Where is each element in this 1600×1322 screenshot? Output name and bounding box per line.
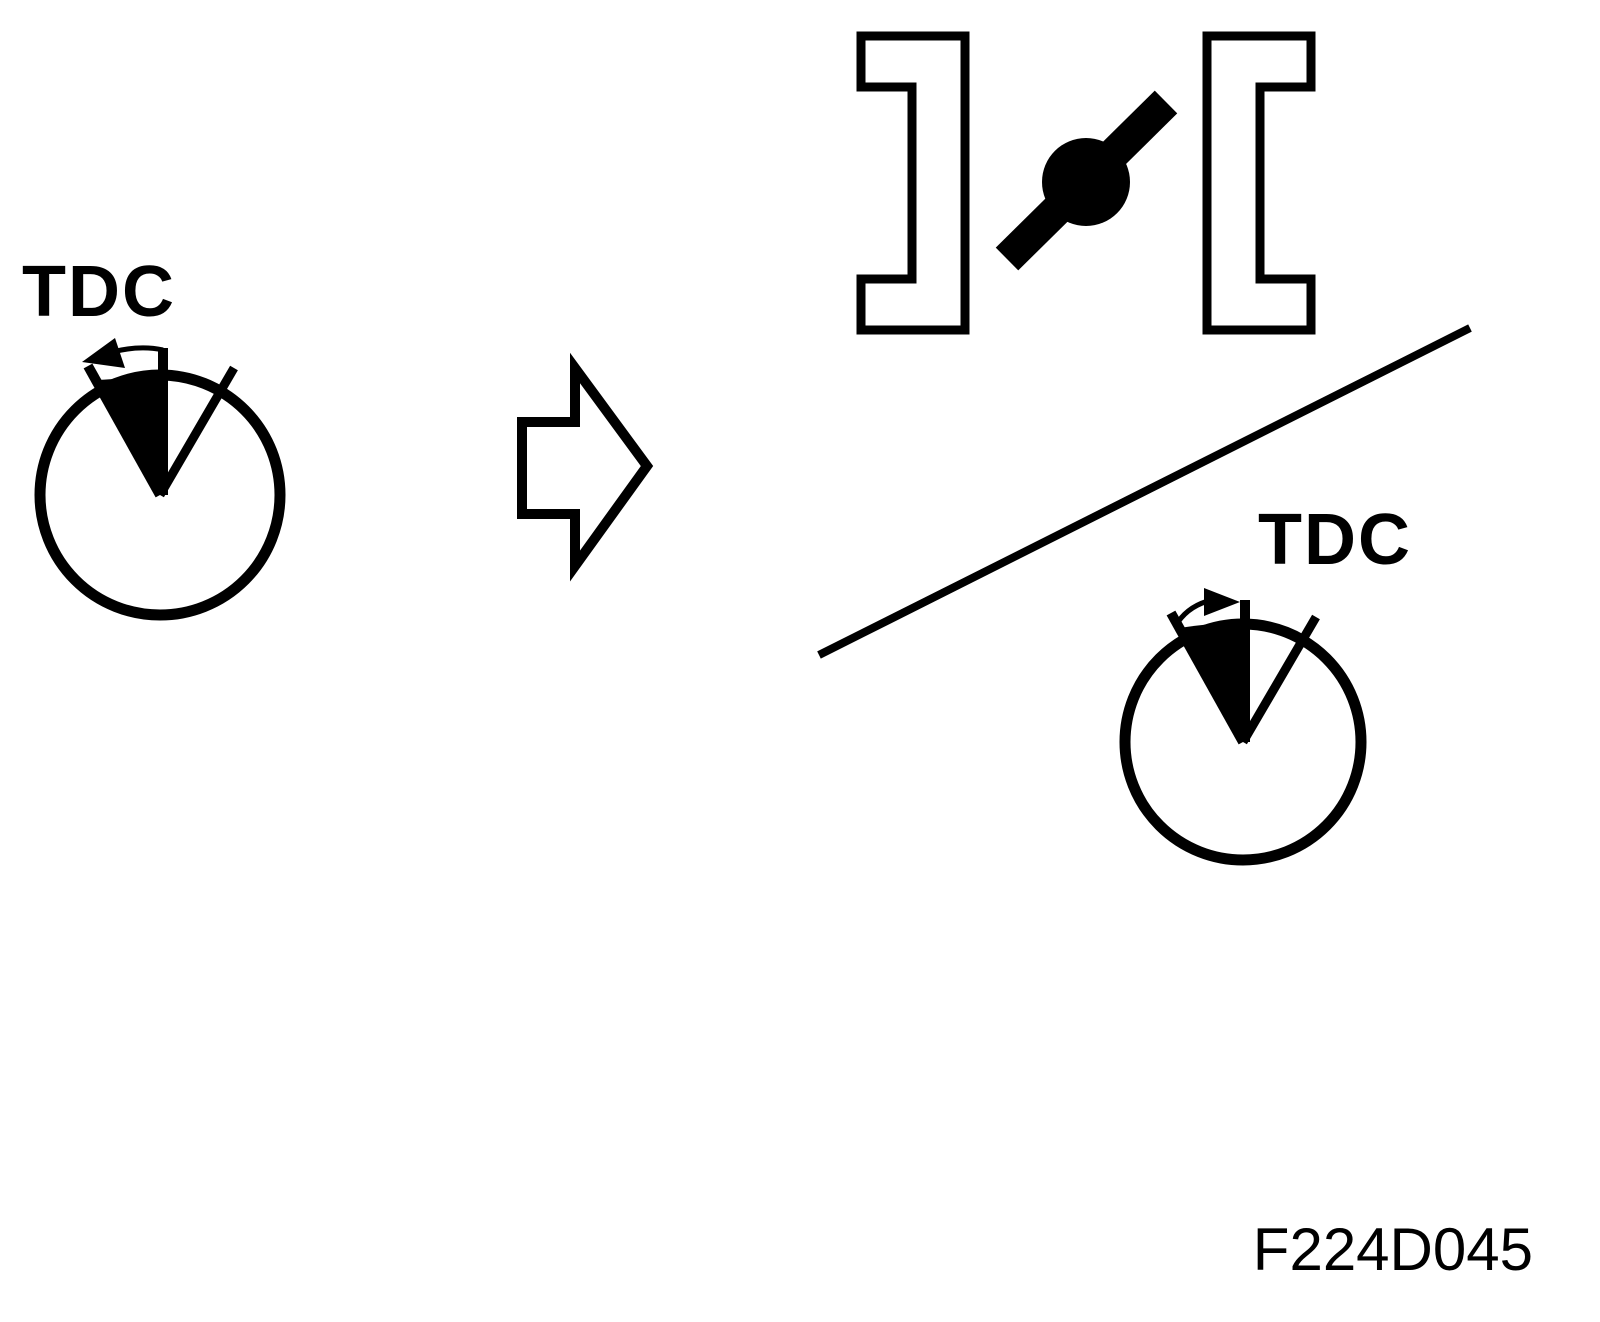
left-dial-rotation-arrowhead xyxy=(82,338,125,368)
left-dial-rotation-arc xyxy=(111,345,164,355)
throttle-body-icon xyxy=(856,31,1316,335)
diagonal-divider xyxy=(817,324,1472,659)
right-dial-wedge-edge xyxy=(1166,610,1248,745)
throttle-left-bracket xyxy=(856,31,970,335)
right-crank-dial-icon xyxy=(1119,588,1367,866)
transition-arrow-icon xyxy=(517,352,654,582)
tdc-label-left: TDC xyxy=(22,252,176,332)
throttle-right-bracket xyxy=(1202,31,1316,335)
butterfly-valve-shaft xyxy=(1042,138,1130,226)
figure-code: F224D045 xyxy=(1253,1216,1533,1283)
right-dial-rotation-arrowhead xyxy=(1204,588,1240,616)
tdc-label-right: TDC xyxy=(1258,500,1412,580)
left-dial-reference-line xyxy=(156,365,238,498)
right-dial-reference-line xyxy=(1239,614,1320,745)
left-crank-dial-icon xyxy=(34,338,286,621)
left-dial-wedge-edge xyxy=(83,363,165,498)
